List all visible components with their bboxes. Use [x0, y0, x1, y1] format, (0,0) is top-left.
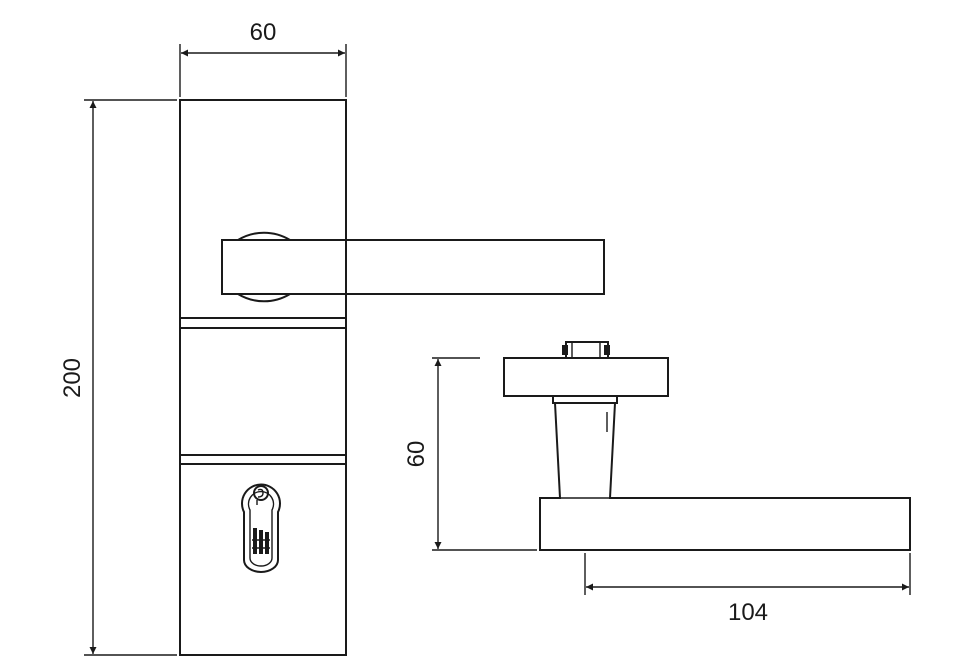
spindle-cap: [562, 341, 610, 359]
width-dimension: 60: [179, 19, 347, 97]
lever-handle: [221, 239, 605, 295]
height-dimension: 200: [59, 99, 177, 656]
side-view: 60 104: [403, 341, 911, 626]
rose-collar: [552, 395, 618, 404]
rose-flange: [503, 357, 669, 397]
lever-rose: [237, 231, 291, 303]
height-label: 200: [59, 358, 86, 398]
lever-profile: [539, 402, 911, 551]
side-height-label: 60: [403, 441, 430, 468]
plate-joint-upper: [180, 317, 346, 329]
projection-dimension: 104: [584, 553, 911, 626]
plate-joint-lower: [180, 454, 346, 465]
front-view: 60 200: [59, 19, 605, 656]
euro-cylinder: [241, 483, 281, 573]
side-height-dimension: 60: [403, 357, 537, 551]
width-label: 60: [250, 19, 277, 46]
cylinder-pins: [252, 528, 270, 554]
projection-label: 104: [728, 599, 768, 626]
back-plate: [179, 99, 347, 656]
key-icon: [253, 485, 269, 501]
